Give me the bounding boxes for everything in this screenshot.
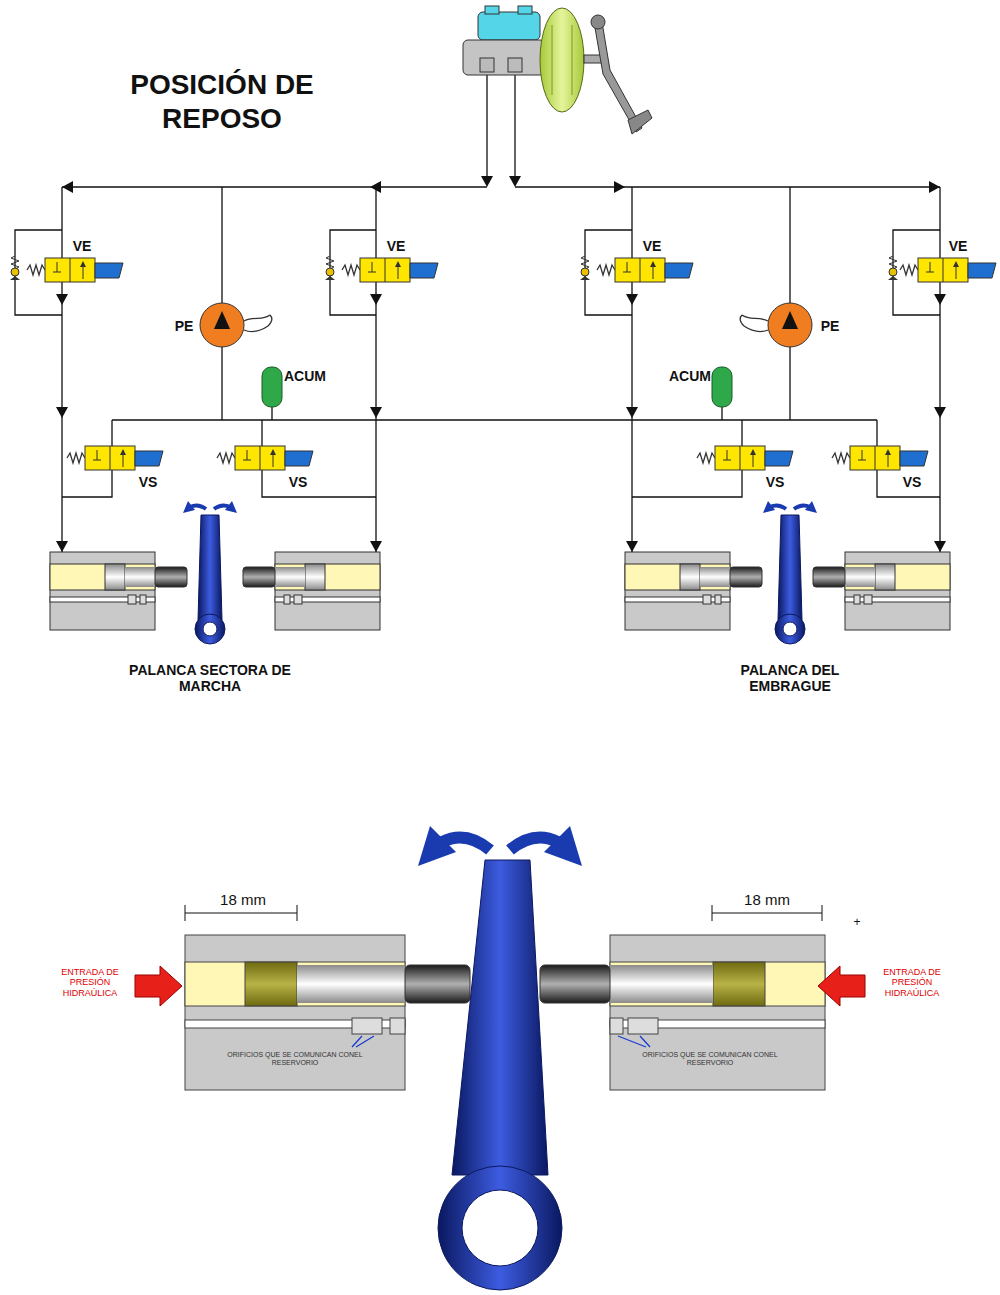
valve-label: VE: [941, 238, 975, 254]
small-levers: [183, 501, 817, 644]
pump-label: PE: [170, 318, 198, 334]
valve-label: VS: [760, 474, 790, 490]
valve-label: VS: [897, 474, 927, 490]
hydraulic-lines: [15, 187, 940, 552]
pumps: [200, 303, 812, 347]
solenoid-valves: [27, 258, 996, 470]
flow-arrows: [56, 176, 946, 552]
diagram-title: POSICIÓN DE REPOSO: [72, 68, 372, 135]
check-valves: [10, 256, 898, 280]
lever-label: PALANCA SECTORA DE MARCHA: [128, 662, 293, 694]
pressure-inlet-note: ENTRADA DE PRESIÓN HIDRAÚLICA: [57, 967, 123, 998]
orifice-note: ORIFICIOS QUE SE COMUNICAN CONEL RESERVO…: [635, 1051, 785, 1067]
accumulator-label: ACUM: [663, 368, 717, 384]
orifice-note: ORIFICIOS QUE SE COMUNICAN CONEL RESERVO…: [220, 1051, 370, 1067]
dimension: 18 mm: [732, 891, 802, 908]
accumulators: [262, 367, 732, 407]
accumulator-label: ACUM: [278, 368, 332, 384]
mark: +: [850, 916, 864, 930]
pressure-inlet-note: ENTRADA DE PRESIÓN HIDRAÚLICA: [879, 967, 945, 998]
actuator-cylinders: [50, 552, 950, 630]
valve-label: VE: [379, 238, 413, 254]
valve-label: VE: [635, 238, 669, 254]
lever-label: PALANCA DEL EMBRAGUE: [708, 662, 873, 694]
valve-label: VE: [65, 238, 99, 254]
pump-label: PE: [816, 318, 844, 334]
valve-label: VS: [133, 474, 163, 490]
valve-label: VS: [283, 474, 313, 490]
master-cylinder: [463, 6, 652, 180]
detail-view: [135, 826, 865, 1290]
dimension: 18 mm: [208, 891, 278, 908]
